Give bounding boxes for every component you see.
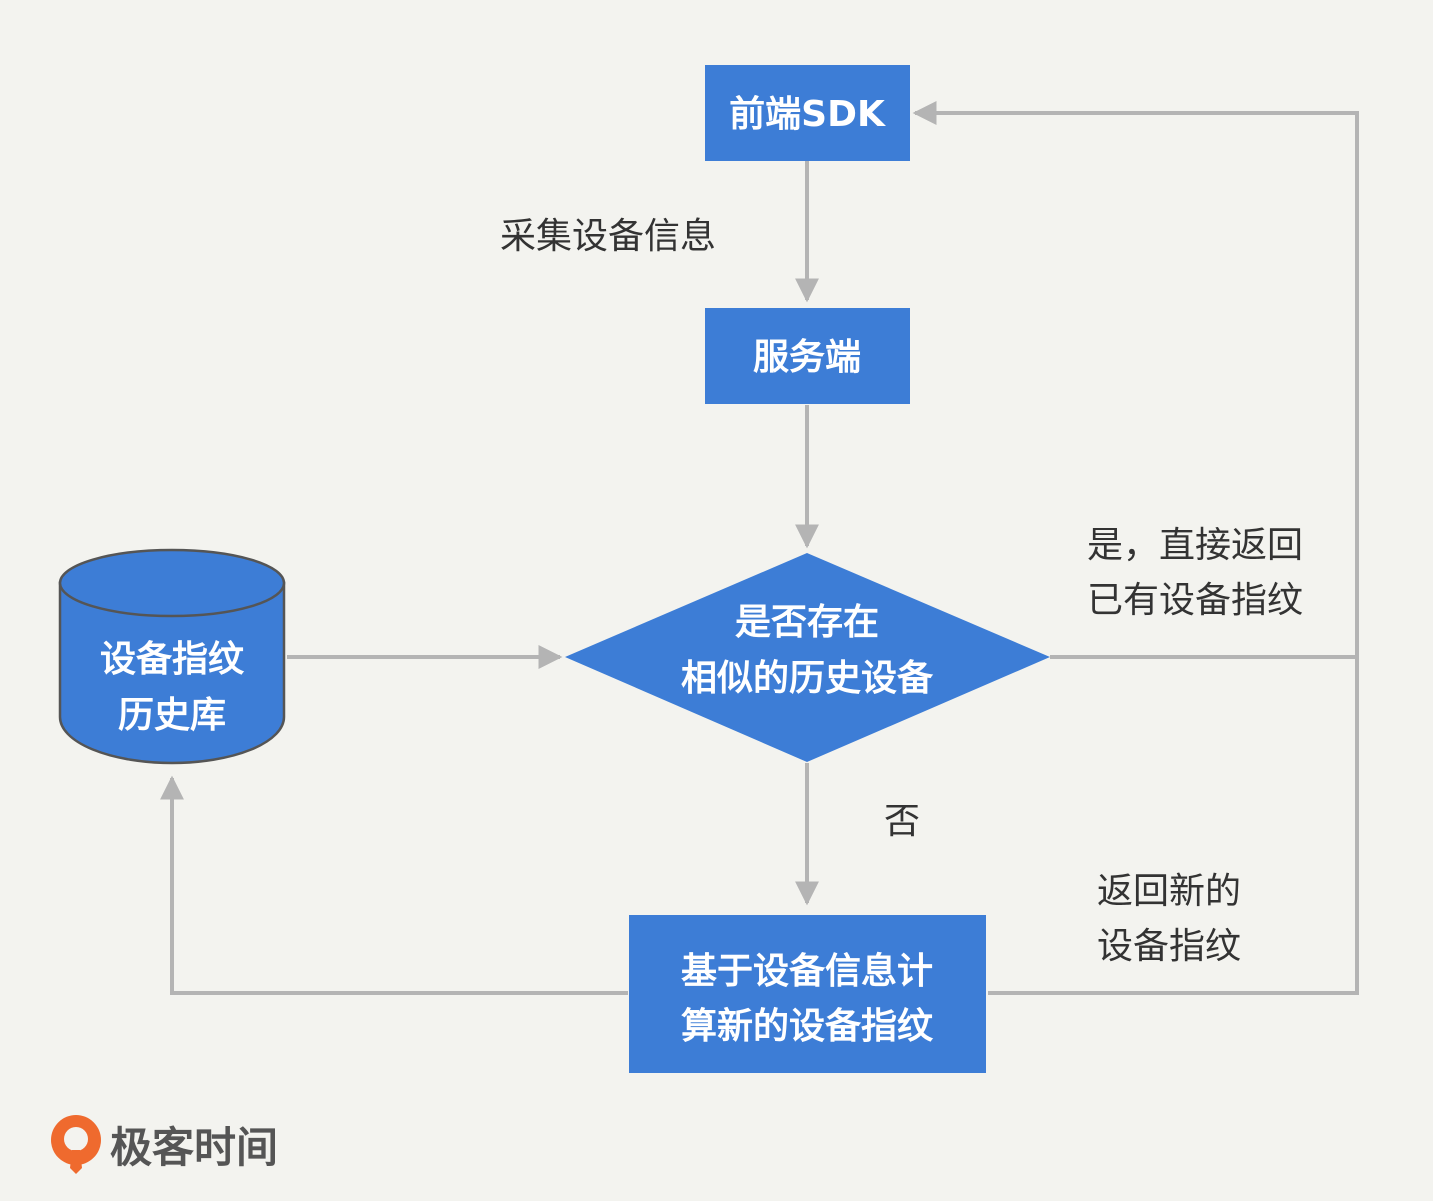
compute-node-line1: 基于设备信息计 [681,951,933,992]
yes-return-label-line1: 是，直接返回 [1087,525,1303,566]
sdk-node-label: 前端SDK [729,94,886,135]
return-new-label-line2: 设备指纹 [1097,926,1241,967]
database-node-line2: 历史库 [118,695,226,736]
sdk-node [705,65,910,161]
compute-node-line2: 算新的设备指纹 [681,1006,934,1047]
edge-decision-yes-return [912,101,1359,659]
decision-node [565,553,1050,762]
database-node-line1: 设备指纹 [100,639,245,680]
database-cylinder-top [58,548,286,618]
no-label: 否 [884,801,920,842]
server-node [705,308,910,404]
brand-name: 极客时间 [110,1123,278,1172]
decision-node-line2: 相似的历史设备 [681,658,934,699]
yes-return-label-line2: 已有设备指纹 [1087,580,1303,621]
edge-compute-to-db [160,775,628,995]
edge-compute-return-new [988,657,1359,995]
decision-node-line1: 是否存在 [735,602,879,643]
history-database-node [58,548,286,765]
collect-device-info-label: 采集设备信息 [500,216,716,257]
geektime-logo-icon [51,1115,101,1174]
server-node-label: 服务端 [753,337,861,378]
compute-node [629,915,986,1073]
database-cylinder-body [58,581,286,765]
return-new-label-line1: 返回新的 [1097,871,1241,912]
